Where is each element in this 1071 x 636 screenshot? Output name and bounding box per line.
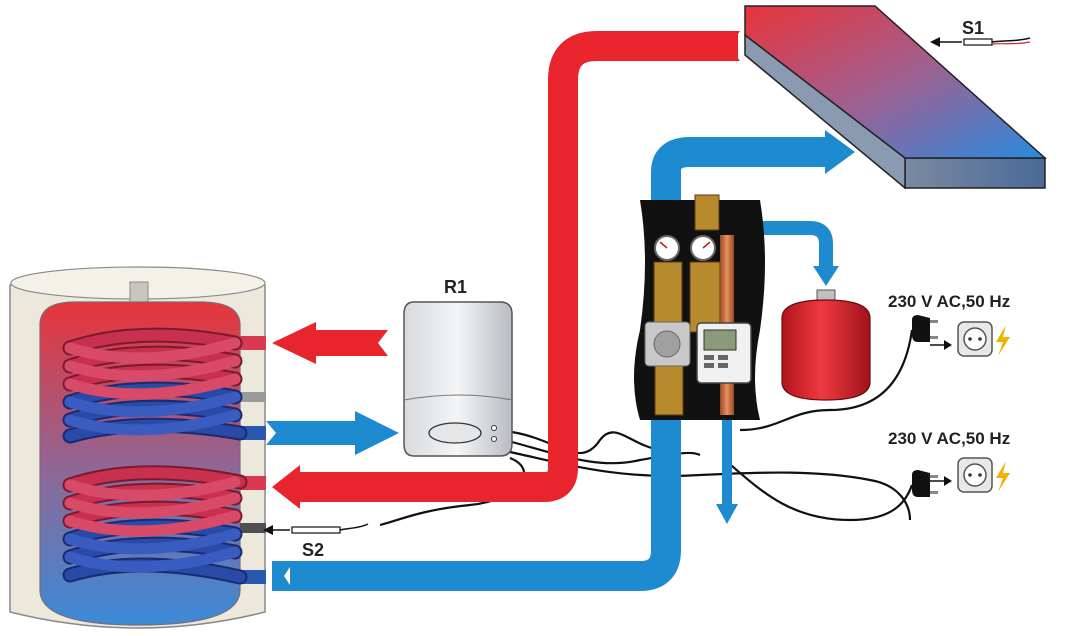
power-plug-1 [912,315,938,342]
sensor-s1 [930,37,1031,47]
cold-return-tail [272,561,294,591]
r1-label: R1 [444,277,467,297]
tank-stub-hot-out [240,336,266,350]
heater-display [428,422,482,444]
cable-r1-to-station-1 [511,430,661,454]
power-socket-1 [957,321,993,357]
hot-supply-arrowhead [272,465,300,509]
expansion-vessel-arrowhead [813,266,839,286]
cold-feed-pipe [651,137,828,230]
cable-station-to-plug-2 [724,459,914,522]
solar-controller [696,322,752,384]
power-label-1: 230 V AC,50 Hz [888,292,1010,311]
tank-sensor-pocket [240,523,266,533]
hot-supply-pipe-tail [716,31,740,61]
power-label-2: 230 V AC,50 Hz [888,429,1010,448]
plug-arrow-1 [930,340,952,350]
electric-bolt-icon-1 [996,325,1010,356]
plug-arrow-2 [930,476,952,486]
power-plug-2 [912,470,938,497]
collector-surface [744,5,1047,159]
cable-r1-to-station-3 [509,450,912,521]
expansion-vessel [781,289,871,401]
cold-feed-arrowhead [825,130,855,174]
tank-bracket-mid [240,392,266,402]
s2-label: S2 [302,540,324,560]
expansion-vessel-line [730,221,833,268]
electric-bolt-icon-2 [996,461,1010,492]
lower-heat-exchanger-coil [62,465,248,585]
upper-heat-exchanger-coil [62,327,248,444]
auxiliary-heater-r1 [403,301,513,457]
aux-cold-arrow [266,411,399,455]
cold-return-pipe [290,418,681,591]
tank-top-bracket [129,281,149,303]
aux-hot-arrow [272,322,388,364]
cable-station-to-plug-1 [739,329,914,432]
cable-r1-to-station-2 [511,440,701,465]
hot-supply-pipe [300,31,738,502]
collector-side [904,157,1046,189]
heater-body [403,301,513,457]
controller-display [703,329,737,351]
cables [379,329,914,527]
sensor-s2 [263,523,369,535]
cable-r1-to-s2 [379,456,525,527]
drain-arrowhead [716,504,738,524]
pump-station [634,194,765,420]
s1-label: S1 [962,18,984,38]
solar-collector [744,5,1047,190]
power-socket-2 [957,457,993,493]
